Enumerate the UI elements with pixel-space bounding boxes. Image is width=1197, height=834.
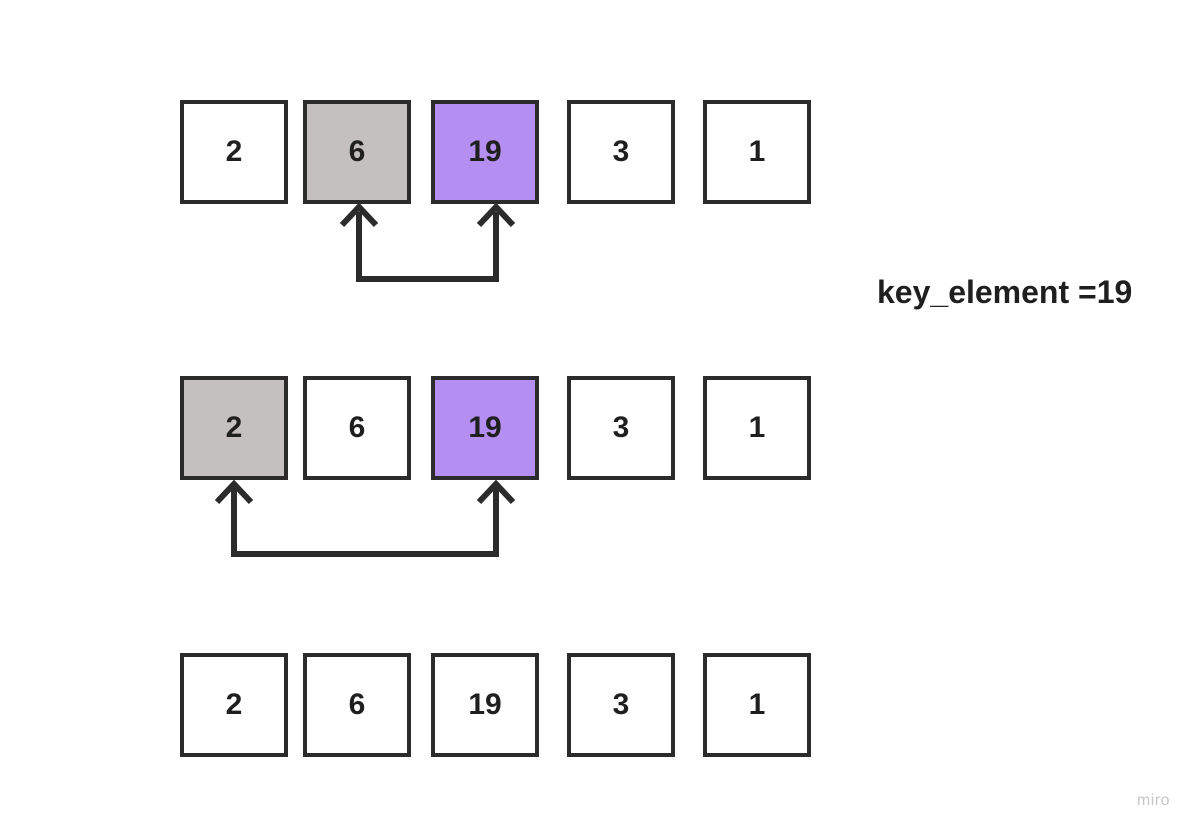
array-cell: 19 (431, 376, 539, 480)
arrow-connector (356, 212, 499, 282)
array-cell: 3 (567, 376, 675, 480)
array-cell: 19 (431, 100, 539, 204)
array-cell: 2 (180, 100, 288, 204)
swap-arrow-2 (214, 479, 516, 557)
array-cell: 6 (303, 653, 411, 757)
array-row-1: 2 6 19 3 1 (0, 100, 1197, 204)
arrow-head-up-icon (476, 479, 516, 505)
array-cell: 6 (303, 376, 411, 480)
array-cell: 1 (703, 376, 811, 480)
array-cell: 2 (180, 653, 288, 757)
array-row-3: 2 6 19 3 1 (0, 653, 1197, 757)
miro-watermark: miro (1136, 792, 1170, 809)
array-cell: 2 (180, 376, 288, 480)
swap-arrow-1 (339, 202, 516, 282)
arrow-head-up-icon (214, 479, 254, 505)
array-cell: 19 (431, 653, 539, 757)
arrow-connector (231, 488, 499, 557)
array-cell: 1 (703, 653, 811, 757)
key-element-label: key_element =19 (877, 274, 1133, 310)
arrow-head-up-icon (339, 202, 379, 228)
array-cell: 1 (703, 100, 811, 204)
array-cell: 6 (303, 100, 411, 204)
array-cell: 3 (567, 653, 675, 757)
array-cell: 3 (567, 100, 675, 204)
array-row-2: 2 6 19 3 1 (0, 376, 1197, 480)
arrow-head-up-icon (476, 202, 516, 228)
